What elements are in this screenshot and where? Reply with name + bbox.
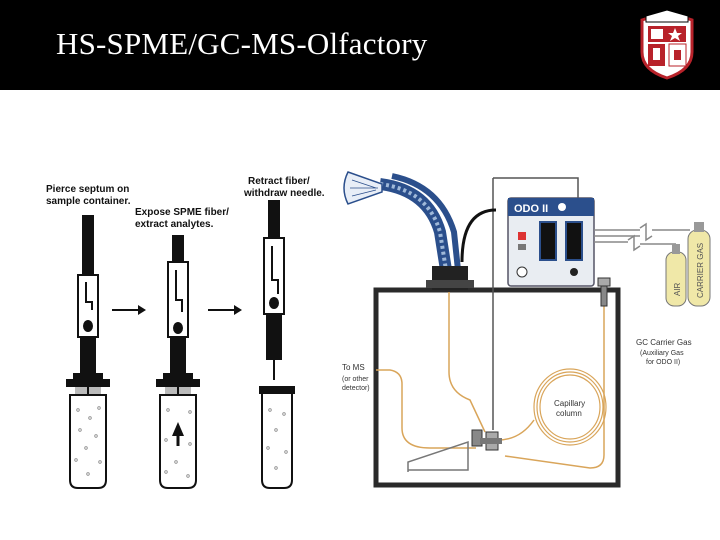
odo-ii-unit: ODO II (507, 197, 595, 287)
gas-lines (594, 222, 690, 252)
to-ms-label-line1: To MS (342, 363, 365, 372)
gc-oven (373, 287, 621, 488)
step1-label-line2: sample container. (46, 196, 131, 207)
spme-syringe-1 (66, 215, 110, 489)
slide-header: HS-SPME/GC-MS-Olfactory (0, 0, 720, 90)
aux-gas-line (504, 300, 605, 469)
step-arrow-1 (112, 305, 146, 315)
to-ms-label-line2: (or other (342, 376, 369, 383)
step3-label-line2: withdraw needle. (243, 188, 325, 199)
carrier-gas-cylinder: CARRIER GAS (687, 222, 711, 307)
step2-label-line2: extract analytes. (135, 219, 214, 230)
university-crest-icon (640, 10, 694, 80)
step2-label-line1: Expose SPME fiber/ (135, 207, 229, 218)
carrier-label-line3: for ODO II) (646, 359, 680, 366)
slide-title: HS-SPME/GC-MS-Olfactory (56, 26, 428, 61)
odo-logo-icon (558, 203, 566, 211)
aux-gas-fitting (597, 277, 611, 307)
odo-indicator-icon (518, 232, 526, 240)
carrier-gas-cylinder-label: CARRIER GAS (696, 243, 705, 298)
spme-syringe-3 (259, 200, 295, 489)
carrier-label-line1: GC Carrier Gas (636, 338, 692, 347)
column-to-ms (376, 369, 476, 449)
air-cylinder-label: AIR (673, 282, 682, 296)
step3-label-line1: Retract fiber/ (248, 176, 310, 187)
step-arrow-2 (208, 305, 242, 315)
odo-knob-1-icon (516, 266, 528, 278)
carrier-label-line2: (Auxiliary Gas (640, 350, 684, 357)
column-splitter (471, 429, 502, 451)
sniff-transfer-line (448, 292, 486, 433)
odo-knob-2-icon (570, 268, 578, 276)
injector-bracket (407, 440, 469, 472)
vial-particles (74, 406, 288, 478)
capillary-label-line2: column (556, 409, 582, 418)
odo-ii-label: ODO II (514, 203, 548, 215)
capillary-label-line1: Capillary (554, 399, 585, 408)
hs-spme-gc-ms-o-diagram: Pierce septum on sample container. Expos… (46, 171, 711, 489)
air-cylinder: AIR (665, 244, 687, 307)
step1-label-line1: Pierce septum on (46, 184, 129, 195)
spme-syringe-2 (156, 235, 200, 489)
to-ms-label-line3: detector) (342, 385, 370, 392)
capillary-column-coil (533, 368, 607, 446)
